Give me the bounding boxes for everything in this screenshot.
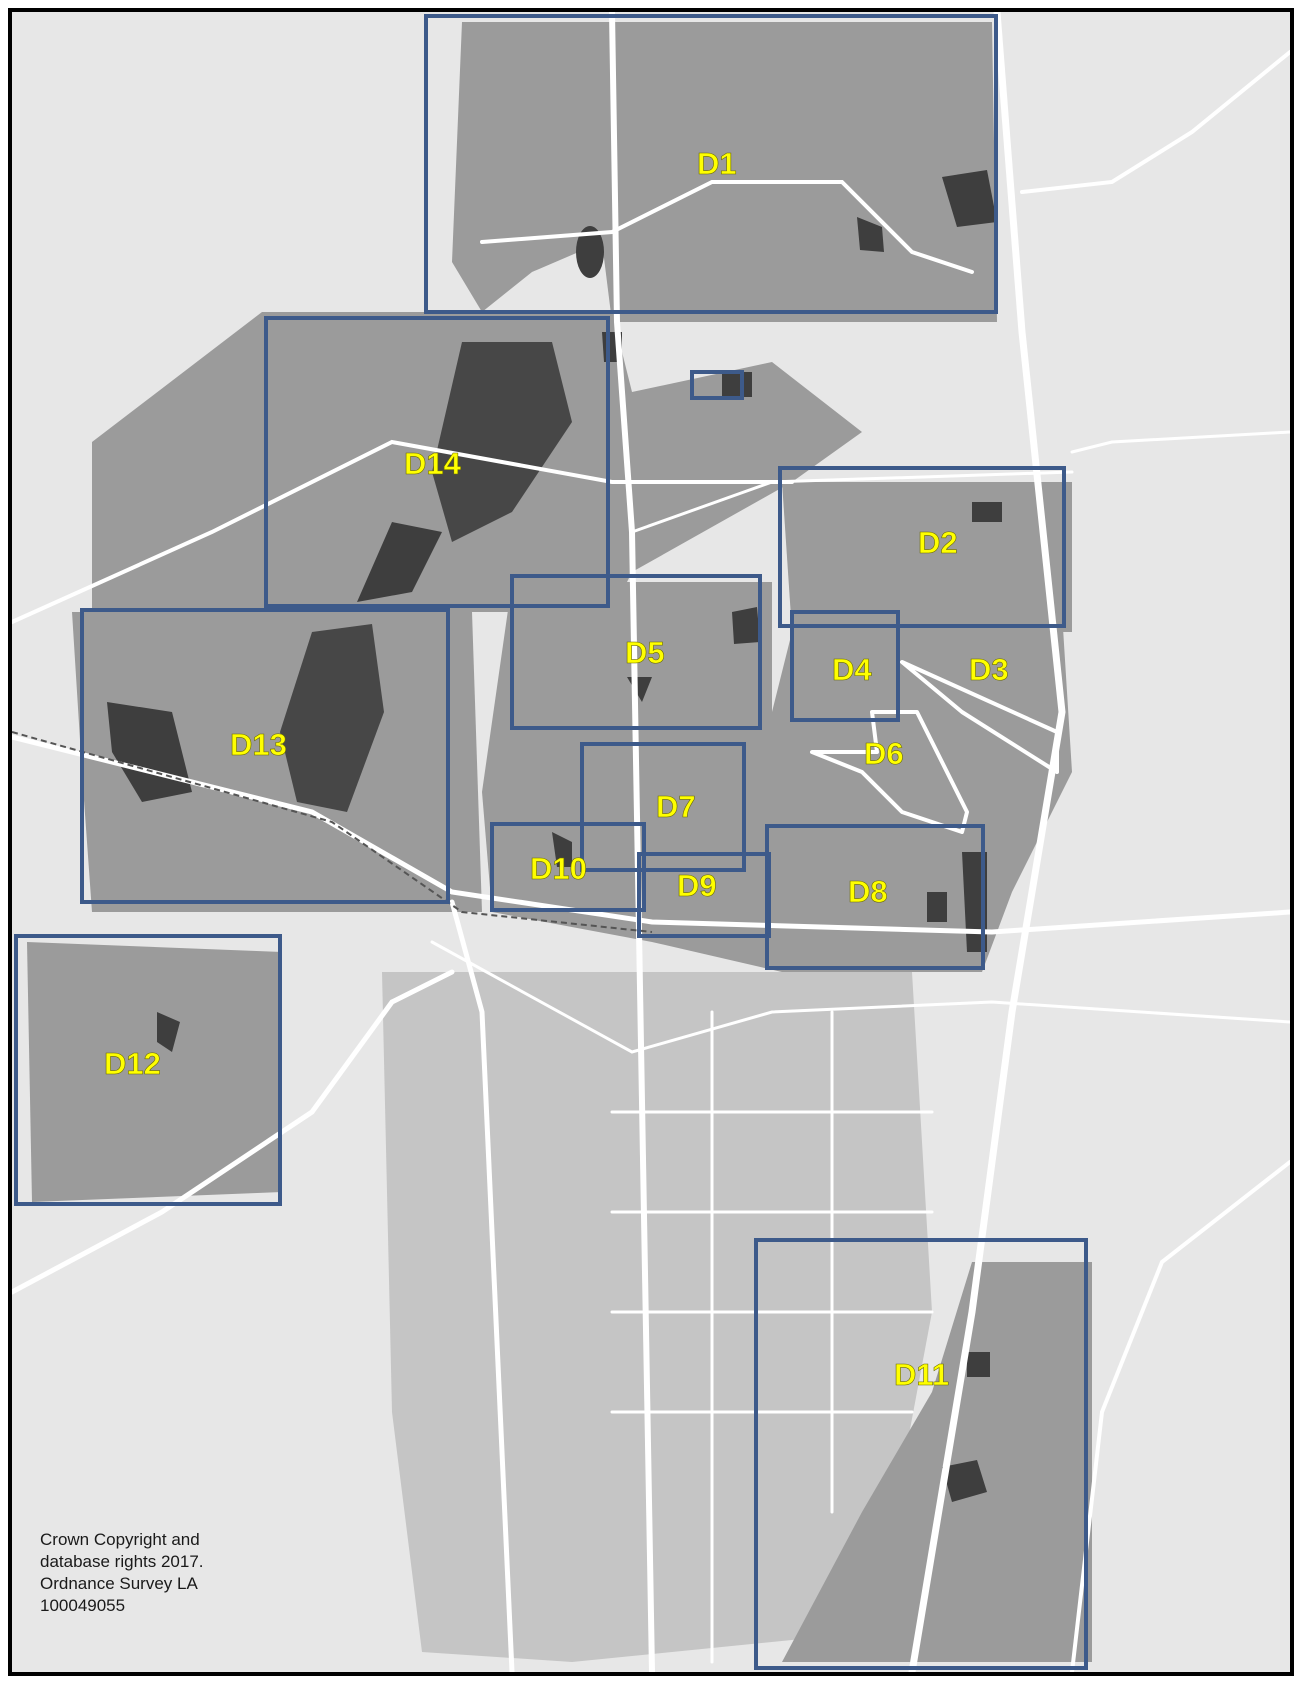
zone-label-d2: D2 — [918, 525, 958, 560]
copyright-line-1: Crown Copyright and — [40, 1530, 200, 1549]
zone-boxes — [14, 14, 1088, 1670]
zone-label-d8: D8 — [848, 874, 888, 909]
zone-label-d11: D11 — [894, 1357, 949, 1392]
zone-box-d7[interactable] — [580, 742, 746, 872]
copyright-line-3: Ordnance Survey LA — [40, 1574, 198, 1593]
zone-box-d10[interactable] — [490, 822, 646, 912]
zone-label-d6: D6 — [864, 736, 904, 771]
dark-areas — [107, 170, 1002, 1502]
copyright-line-2: database rights 2017. — [40, 1552, 204, 1571]
copyright-notice: Crown Copyright and database rights 2017… — [40, 1529, 250, 1617]
zone-box-d2[interactable] — [778, 466, 1066, 628]
zone-labels: D1 D2 D3 D4 D5 D6 D7 D8 D9 D10 D11 D12 D… — [104, 146, 1009, 1393]
zone-label-d3: D3 — [969, 652, 1009, 687]
zone-label-d13: D13 — [230, 727, 287, 762]
zone-label-d4: D4 — [832, 652, 872, 687]
zone-label-d12: D12 — [104, 1046, 161, 1081]
zone-box-d4[interactable] — [790, 610, 900, 722]
zone-box-d13[interactable] — [80, 608, 450, 904]
zone-box-d1[interactable] — [424, 14, 998, 314]
highlight-outlines — [810, 660, 1059, 834]
zone-box-d11[interactable] — [754, 1238, 1088, 1670]
zone-box-d12[interactable] — [14, 934, 282, 1206]
zone-label-d1: D1 — [697, 146, 737, 181]
road-network — [12, 12, 1290, 1672]
copyright-line-4: 100049055 — [40, 1596, 126, 1615]
zone-box-d14[interactable] — [264, 316, 610, 608]
railway-line — [12, 731, 653, 933]
zone-label-d10: D10 — [530, 851, 587, 886]
map-frame: D1 D2 D3 D4 D5 D6 D7 D8 D9 D10 D11 D12 D… — [8, 8, 1294, 1676]
zone-box-d5[interactable] — [510, 574, 762, 730]
zone-label-d9: D9 — [677, 868, 717, 903]
zone-label-d5: D5 — [625, 635, 665, 670]
map-canvas[interactable]: D1 D2 D3 D4 D5 D6 D7 D8 D9 D10 D11 D12 D… — [12, 12, 1290, 1672]
zone-label-d7: D7 — [656, 789, 696, 824]
zone-small-box — [690, 370, 744, 400]
zone-box-d9[interactable] — [637, 852, 771, 938]
zone-label-d14: D14 — [404, 446, 462, 481]
